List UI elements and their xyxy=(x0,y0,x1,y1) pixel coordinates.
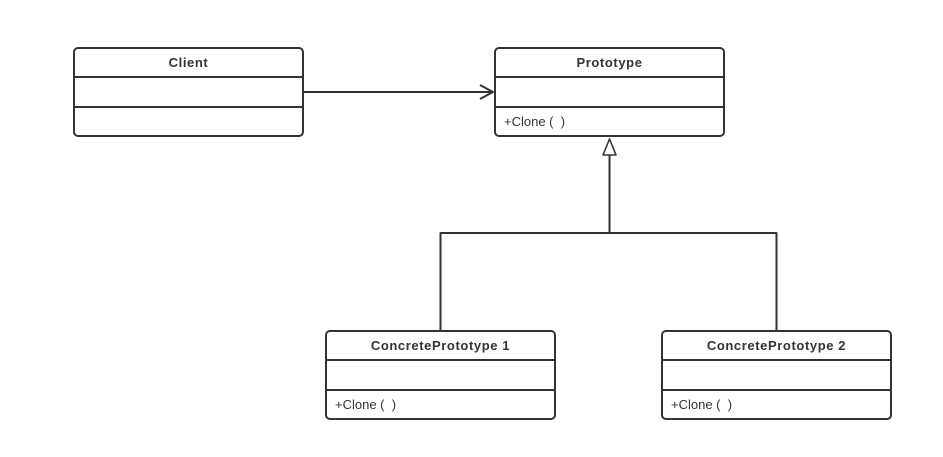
class-name: ConcretePrototype 1 xyxy=(370,338,511,354)
attributes-compartment xyxy=(663,359,890,391)
generalization-to-prototype xyxy=(602,138,617,233)
methods-compartment xyxy=(75,108,302,135)
hollow-triangle-arrowhead-icon xyxy=(602,138,617,156)
attributes-compartment xyxy=(496,76,723,108)
class-name: ConcretePrototype 2 xyxy=(706,338,847,354)
generalization-branch-lines xyxy=(439,232,778,330)
attributes-compartment xyxy=(327,359,554,391)
methods-compartment: +Clone ( ) xyxy=(671,396,733,412)
class-box-concrete-prototype-2: ConcretePrototype 2 +Clone ( ) xyxy=(661,330,892,420)
methods-compartment: +Clone ( ) xyxy=(504,113,566,129)
class-box-client: Client xyxy=(73,47,304,137)
class-box-concrete-prototype-1: ConcretePrototype 1 +Clone ( ) xyxy=(325,330,556,420)
class-box-prototype: Prototype +Clone ( ) xyxy=(494,47,725,137)
methods-compartment: +Clone ( ) xyxy=(335,396,397,412)
class-name: Prototype xyxy=(576,55,643,71)
attributes-compartment xyxy=(75,76,302,108)
open-arrowhead-icon xyxy=(479,84,494,100)
class-name: Client xyxy=(168,55,209,71)
association-client-to-prototype xyxy=(304,84,494,100)
